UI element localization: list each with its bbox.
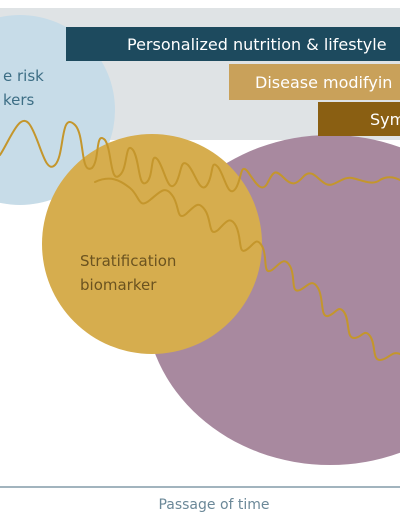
stratification-label-line2: biomarker (80, 276, 157, 294)
stratification-circle (42, 134, 262, 354)
risk-biomarker-label-line2: kers (3, 91, 35, 109)
bar-symptomatic-label: Sym (370, 110, 400, 129)
bar-disease-modifying-label: Disease modifyin (255, 73, 392, 92)
bar-personalized-nutrition-label: Personalized nutrition & lifestyle (127, 35, 387, 54)
bar-disease-modifying (229, 64, 400, 100)
disease-progression-line-lower (94, 177, 400, 361)
risk-biomarker-label-line1: e risk (3, 67, 44, 85)
time-axis-label: Passage of time (158, 497, 269, 513)
bar-personalized-nutrition (66, 27, 400, 61)
stratification-label-line1: Stratification (80, 252, 176, 270)
bar-symptomatic (318, 102, 400, 136)
disease-progression-line (0, 120, 400, 193)
